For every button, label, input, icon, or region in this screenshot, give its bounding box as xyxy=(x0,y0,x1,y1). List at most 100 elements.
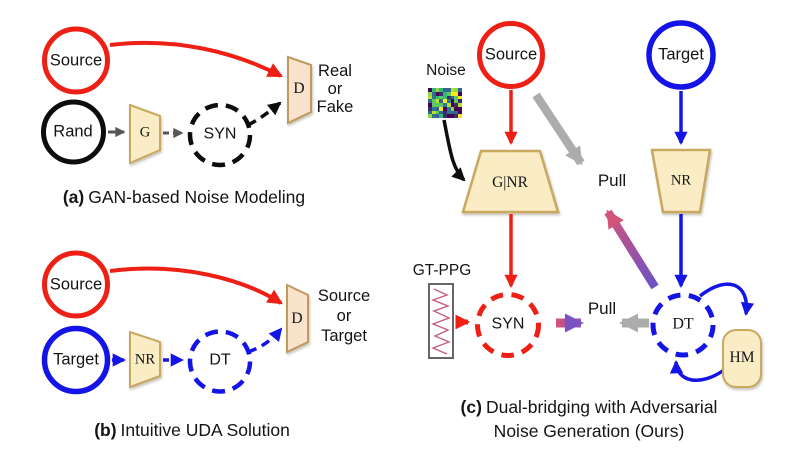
noise-pixel xyxy=(428,99,432,103)
c-push-arrow-source xyxy=(532,92,585,166)
c-gtppg-waveform xyxy=(431,288,451,355)
noise-pixel xyxy=(431,114,436,118)
noise-pixel xyxy=(454,91,459,96)
noise-pixel xyxy=(443,110,447,115)
a-discriminator-box xyxy=(287,55,312,125)
c-hm-label: HM xyxy=(729,348,755,366)
b-arrow-source-to-d xyxy=(109,266,283,305)
noise-pixel xyxy=(450,114,455,118)
c-source-node xyxy=(477,21,545,89)
c-gnr-label: G|NR xyxy=(492,173,528,191)
noise-pixel xyxy=(450,103,455,107)
c-pull-bottom-label: Pull xyxy=(587,299,617,319)
noise-pixel xyxy=(446,103,451,107)
noise-pixel xyxy=(443,106,447,111)
c-dt-label: DT xyxy=(672,315,694,333)
b-nr-box xyxy=(129,330,161,389)
a-source-node xyxy=(42,26,110,95)
noise-pixel xyxy=(443,99,447,103)
a-generator-label: G xyxy=(139,124,151,141)
noise-pixel xyxy=(435,91,440,96)
noise-pixel xyxy=(458,95,462,100)
noise-pixel xyxy=(428,114,432,118)
noise-pixel xyxy=(435,106,440,111)
a-arrow-syn-to-d xyxy=(247,101,282,127)
noise-pixel xyxy=(431,110,436,115)
a-rand-label: Rand xyxy=(53,122,93,141)
a-caption: (a)GAN-based Noise Modeling xyxy=(62,186,306,207)
noise-pixel xyxy=(439,91,444,96)
noise-pixel xyxy=(439,99,444,103)
noise-pixel xyxy=(443,95,447,100)
noise-pixel xyxy=(446,114,451,118)
noise-pixel xyxy=(428,103,432,107)
noise-pixel xyxy=(454,110,459,115)
noise-pixel xyxy=(443,91,447,96)
noise-pixel xyxy=(443,103,447,107)
b-source-label: Source xyxy=(49,275,103,294)
noise-pixel xyxy=(431,95,436,100)
noise-pixel xyxy=(439,103,444,107)
noise-pixel xyxy=(435,95,440,100)
noise-pixel xyxy=(443,114,447,118)
noise-pixel xyxy=(450,99,455,103)
noise-pixel xyxy=(431,99,436,103)
noise-pixel xyxy=(428,106,432,111)
c-arrow-noise-to-gnr xyxy=(442,119,466,182)
c-arrow-dt-to-hm xyxy=(698,282,755,316)
noise-pixel xyxy=(435,99,440,103)
c-source-label: Source xyxy=(484,45,538,64)
a-syn-node xyxy=(187,102,253,168)
noise-pixel xyxy=(428,95,432,100)
noise-pixel xyxy=(458,88,462,92)
noise-pixel xyxy=(439,106,444,111)
noise-pixel xyxy=(458,106,462,111)
a-output-text: Real or Fake xyxy=(316,62,354,116)
b-discriminator-box xyxy=(286,283,309,354)
b-nr-label: NR xyxy=(134,351,156,368)
c-caption-line2: Noise Generation (Ours) xyxy=(493,420,685,441)
noise-pixel xyxy=(439,110,444,115)
noise-pixel xyxy=(458,91,462,96)
noise-pixel xyxy=(431,103,436,107)
b-caption: (b)Intuitive UDA Solution xyxy=(94,419,290,440)
c-noise-label: Noise xyxy=(426,61,466,79)
a-generator-box xyxy=(129,103,161,165)
c-syn-label: SYN xyxy=(491,315,525,333)
noise-pixel xyxy=(439,95,444,100)
c-nr-box xyxy=(650,148,712,214)
noise-pixel xyxy=(446,99,451,103)
noise-pixel xyxy=(439,88,444,92)
noise-pixel xyxy=(458,114,462,118)
noise-pixel xyxy=(450,110,455,115)
c-nr-label: NR xyxy=(670,172,692,189)
noise-pixel xyxy=(446,106,451,111)
noise-pixel xyxy=(454,99,459,103)
b-dt-label: DT xyxy=(209,351,231,369)
a-discriminator-label: D xyxy=(293,79,305,97)
c-syn-node xyxy=(475,292,541,358)
b-target-label: Target xyxy=(53,350,99,369)
noise-pixel xyxy=(446,91,451,96)
c-target-label: Target xyxy=(658,45,704,64)
a-source-label: Source xyxy=(49,51,103,70)
b-output-text: Source or Target xyxy=(317,287,371,345)
noise-pixel xyxy=(454,103,459,107)
c-arrow-hm-to-dt xyxy=(669,360,726,382)
a-rand-node xyxy=(41,99,106,165)
b-source-node xyxy=(42,250,110,319)
noise-pixel xyxy=(458,110,462,115)
b-arrow-dt-to-d xyxy=(247,327,283,354)
noise-pixel xyxy=(428,91,432,96)
noise-pixel xyxy=(435,110,440,115)
b-dt-node xyxy=(187,329,253,394)
noise-pixel xyxy=(428,88,432,92)
noise-pixel xyxy=(439,114,444,118)
noise-pixel xyxy=(435,103,440,107)
noise-pixel xyxy=(431,106,436,111)
noise-pixel xyxy=(450,91,455,96)
c-target-node xyxy=(646,20,716,90)
noise-pixel xyxy=(446,88,451,92)
